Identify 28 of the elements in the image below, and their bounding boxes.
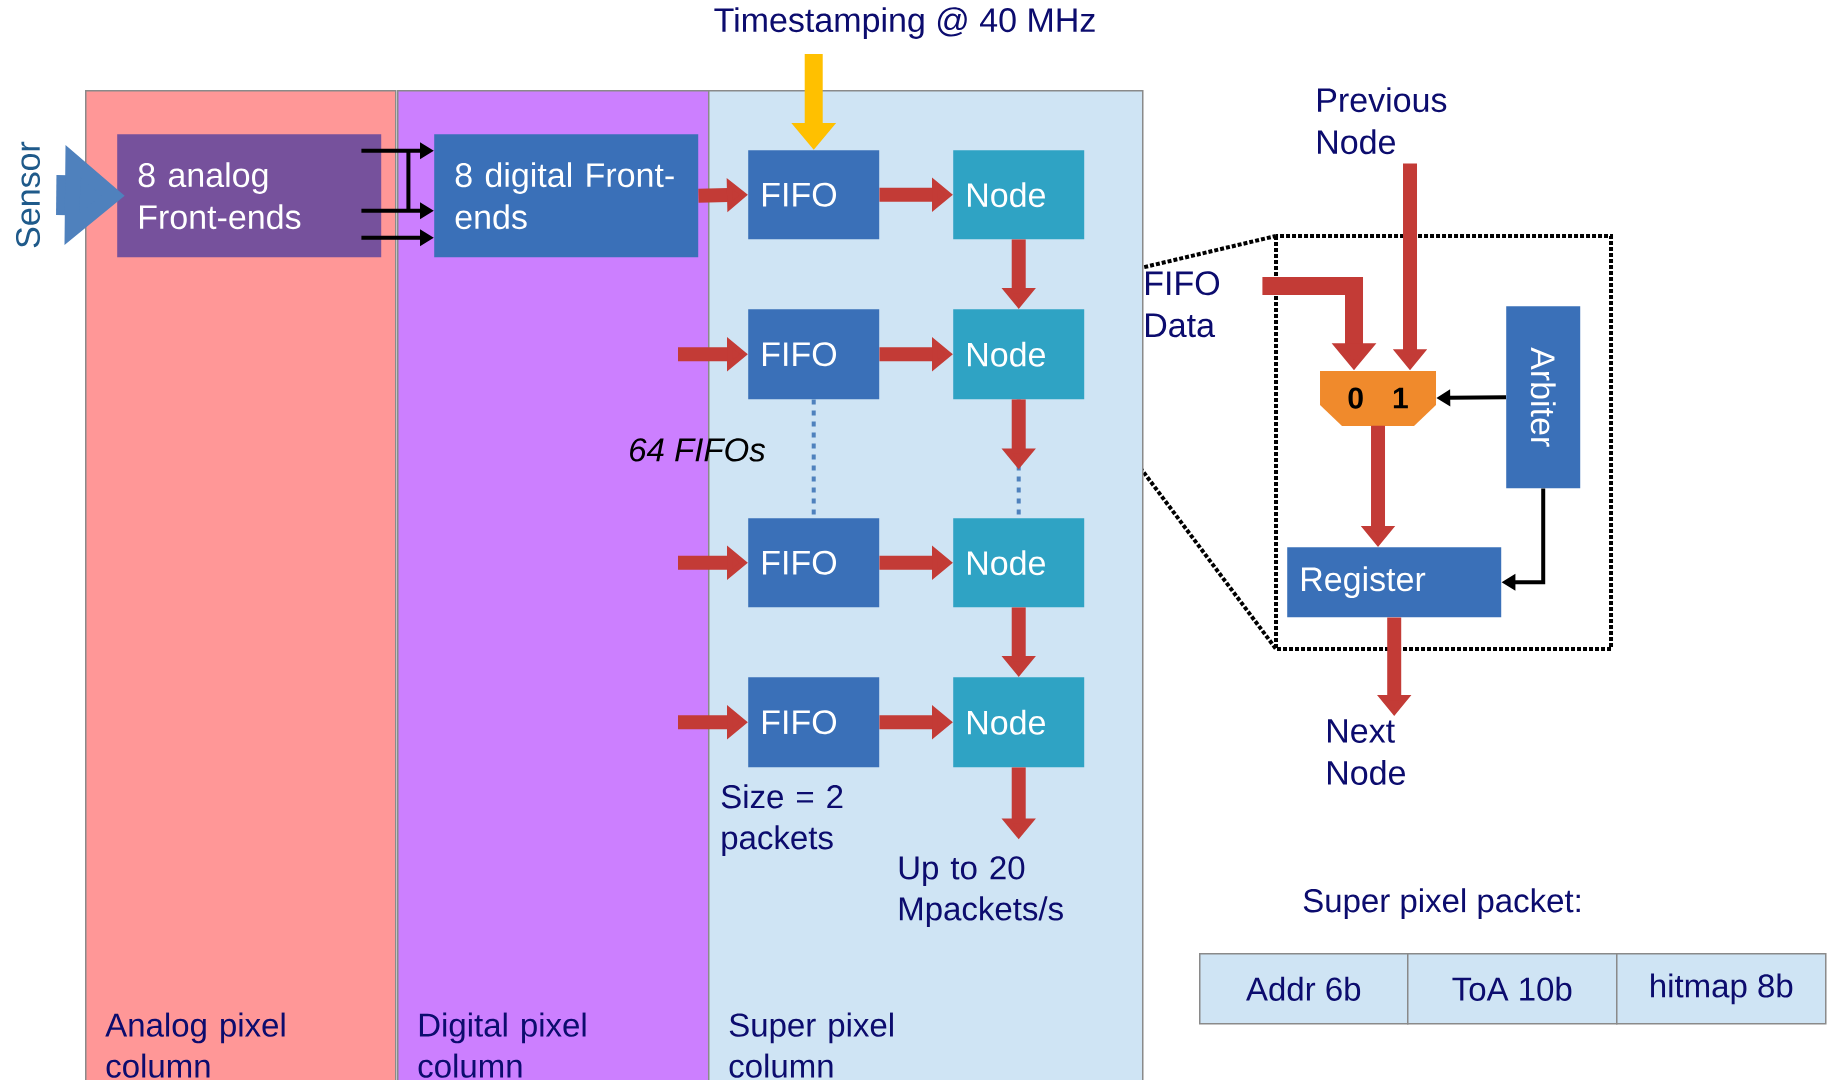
- input-label: FIFO Data: [1146, 271, 1220, 338]
- node-box: Node: [953, 309, 1085, 400]
- column-label: Analog pixel column: [105, 1012, 285, 1078]
- frontend-box: 8 digital Front-ends: [434, 134, 699, 258]
- input-label: Previous Node: [1318, 87, 1447, 155]
- register-box: Register: [1287, 547, 1502, 618]
- multiplexer: 0 1: [1320, 371, 1436, 426]
- timestamp-label: Timestamping @ 40 MHz: [714, 7, 1095, 39]
- column-label: Super pixel column: [729, 1012, 893, 1078]
- table-cell: hitmap 8b: [1616, 953, 1827, 1025]
- node-box: Node: [953, 518, 1085, 608]
- node-box: Node: [953, 677, 1085, 768]
- fifo-box: FIFO: [748, 150, 880, 240]
- column-label: Digital pixel column: [418, 1012, 586, 1078]
- node-box: Node: [953, 150, 1085, 240]
- fifo-box: FIFO: [748, 518, 880, 608]
- note-label: Up to 20 Mpackets/s: [899, 856, 1063, 928]
- note-label: 64 FIFOs: [630, 438, 766, 462]
- table-title: Super pixel packet:: [1303, 888, 1580, 919]
- output-label: Next Node: [1328, 719, 1405, 785]
- frontend-box: 8 analog Front-ends: [117, 134, 382, 258]
- fifo-box: FIFO: [748, 309, 880, 400]
- table-cell: ToA 10b: [1407, 953, 1618, 1025]
- arbiter-box: Arbiter: [1506, 306, 1581, 489]
- table-cell: Addr 6b: [1199, 953, 1409, 1025]
- fifo-box: FIFO: [748, 677, 880, 768]
- sensor-label: Sensor: [15, 141, 41, 248]
- note-label: Size = 2 packets: [721, 784, 843, 856]
